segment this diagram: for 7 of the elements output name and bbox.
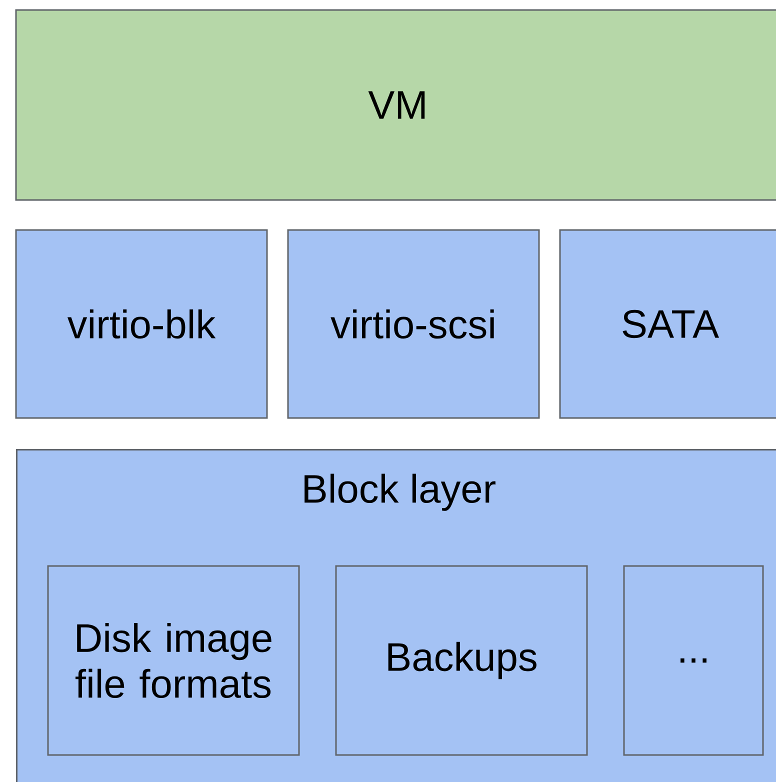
component-box: Backups [335,565,588,756]
device-box: virtio-blk [15,229,268,419]
device-box: virtio-scsi [287,229,540,419]
component-box: ... [623,565,764,756]
device-box: SATA [559,229,776,419]
vm-layer-box: VM [15,9,776,201]
component-box: Disk image file formats [47,565,300,756]
